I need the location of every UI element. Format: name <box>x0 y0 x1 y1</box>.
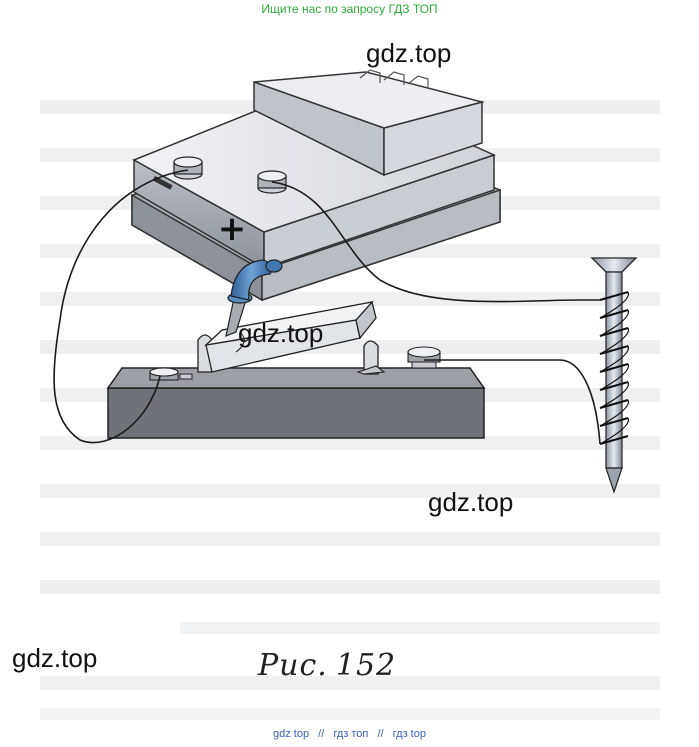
wire-switch-to-coil <box>424 359 601 445</box>
top-banner: Ищите нас по запросу ГДЗ ТОП <box>261 2 438 16</box>
bottom-banner-separator: // <box>318 728 325 740</box>
switch-terminal-right <box>407 346 441 369</box>
switch-base <box>106 367 486 439</box>
caption-number: 152 <box>335 648 397 683</box>
battery <box>131 69 501 302</box>
wires <box>53 169 601 445</box>
battery-label-mark <box>152 176 173 190</box>
bottom-banner: gdz top // гдз топ // гдз top <box>0 728 699 740</box>
bottom-banner-separator: // <box>377 728 384 740</box>
switch-terminal-left <box>149 367 193 381</box>
wire-battery-to-switch <box>53 169 189 444</box>
bottom-banner-item: гдз top <box>392 728 426 740</box>
caption-prefix: Рис. <box>258 648 328 683</box>
watermark-middle: gdz.top <box>238 318 324 348</box>
wire-coil <box>599 291 630 445</box>
figure-caption: Рис.152 <box>258 648 404 683</box>
switch-right-bracket <box>356 340 386 375</box>
knife-blade <box>203 300 377 373</box>
watermark-right: gdz.top <box>428 487 514 517</box>
battery-terminal-left <box>173 156 203 180</box>
watermark-top: gdz.top <box>366 38 452 68</box>
wire-battery-to-coil <box>271 181 600 303</box>
bottom-banner-item: гдз топ <box>333 728 369 740</box>
switch-handle[interactable] <box>225 259 283 337</box>
battery-plus-sign: + <box>218 209 247 249</box>
watermark-bottom-left: gdz.top <box>12 643 98 673</box>
bottom-banner-item: gdz top <box>273 728 310 740</box>
